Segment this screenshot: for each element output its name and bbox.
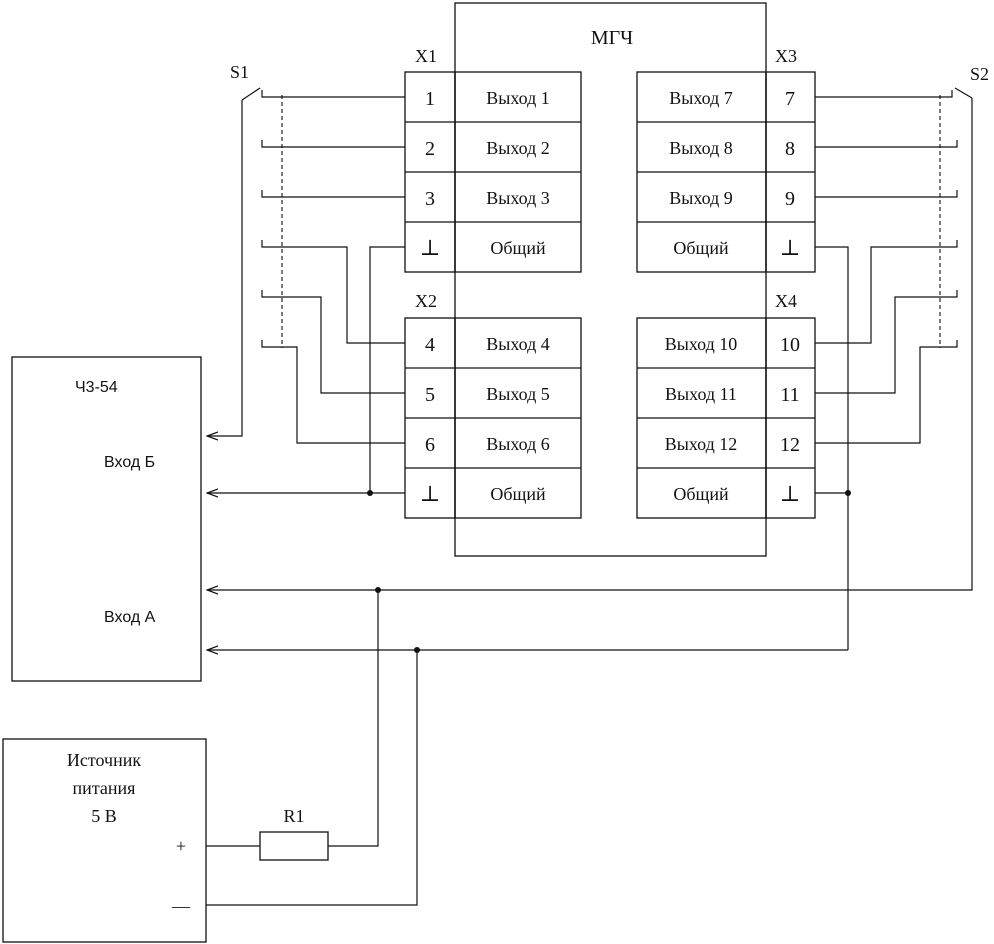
x4-pin-10: 10 xyxy=(780,334,800,356)
connector-x4-label: X4 xyxy=(775,291,797,311)
switch-s1-label: S1 xyxy=(230,62,249,82)
switch-s2-label: S2 xyxy=(970,64,989,84)
s1-contact-3 xyxy=(261,190,405,198)
s2-contact-10 xyxy=(815,240,958,344)
x2-pin-ground: ⊥ xyxy=(420,481,441,506)
s2-blade xyxy=(954,87,973,99)
x2-name-6: Выход 6 xyxy=(486,434,550,454)
x1-name-common: Общий xyxy=(490,238,546,258)
x1-pin-ground: ⊥ xyxy=(420,235,441,260)
s2-contact-8 xyxy=(815,140,958,148)
x3-pin-9: 9 xyxy=(785,188,795,210)
x1-name-3: Выход 3 xyxy=(486,188,550,208)
ground-junction-right xyxy=(845,490,851,496)
s1-blade xyxy=(241,87,261,101)
counter-frame xyxy=(11,356,202,682)
frequency-counter: Ч3-54 Вход Б Вход А xyxy=(11,356,202,682)
power-supply-line1: Источник xyxy=(67,750,141,770)
switch-s2: S2 xyxy=(207,64,989,590)
x4-pin-12: 12 xyxy=(780,434,800,456)
x1-pin-1: 1 xyxy=(425,88,435,110)
power-supply-line3: 5 В xyxy=(91,806,117,826)
r1-to-input-a-wire xyxy=(328,590,379,847)
s1-contact-6 xyxy=(261,340,405,444)
s1-contact-4 xyxy=(261,240,405,344)
x2-name-common: Общий xyxy=(490,484,546,504)
x1-name-1: Выход 1 xyxy=(486,88,550,108)
x4-name-12: Выход 12 xyxy=(665,434,738,454)
connector-x1: X1 1 2 3 ⊥ Выход 1 Выход 2 Выход 3 Общий xyxy=(404,46,582,273)
resistor-r1-label: R1 xyxy=(283,806,304,826)
x4-pin-11: 11 xyxy=(780,384,799,406)
resistor-r1: R1 xyxy=(206,587,420,906)
junction-common xyxy=(414,647,420,653)
s2-common-to-input-a xyxy=(207,98,973,590)
x4-pin-ground: ⊥ xyxy=(780,481,801,506)
junction-input-a xyxy=(375,587,381,593)
x4-name-11: Выход 11 xyxy=(665,384,737,404)
x1-ground-wire xyxy=(369,246,405,493)
counter-title: Ч3-54 xyxy=(75,379,118,396)
connector-x4: X4 10 11 12 ⊥ Выход 10 Выход 11 Выход 12… xyxy=(636,291,816,519)
s1-contact-2 xyxy=(261,140,405,148)
x1-pin-2: 2 xyxy=(425,138,435,160)
s1-contact-5 xyxy=(261,290,405,394)
connector-x3-label: X3 xyxy=(775,46,797,66)
x3-pin-ground: ⊥ xyxy=(780,235,801,260)
connector-x3: X3 7 8 9 ⊥ Выход 7 Выход 8 Выход 9 Общий xyxy=(636,46,816,273)
s2-contact-11 xyxy=(815,290,958,394)
x2-pin-5: 5 xyxy=(425,384,435,406)
resistor-r1-body xyxy=(259,831,329,861)
ground-junction-left xyxy=(367,490,373,496)
connector-x2: X2 4 5 6 ⊥ Выход 4 Выход 5 Выход 6 Общий xyxy=(404,291,582,519)
x2-pin-6: 6 xyxy=(425,434,435,456)
x3-pin-8: 8 xyxy=(785,138,795,160)
minus-to-common-wire xyxy=(206,650,418,906)
x2-name-5: Выход 5 xyxy=(486,384,550,404)
mgch-frame xyxy=(454,2,767,557)
counter-input-a-label: Вход А xyxy=(104,609,156,626)
s2-contact-9 xyxy=(815,190,958,198)
x3-name-9: Выход 9 xyxy=(669,188,733,208)
x4-name-common: Общий xyxy=(673,484,729,504)
power-supply: Источник питания 5 В + — xyxy=(2,738,207,943)
x2-pin-4: 4 xyxy=(425,334,435,356)
x4-name-10: Выход 10 xyxy=(665,334,738,354)
switch-s1: S1 xyxy=(207,62,405,444)
power-supply-frame xyxy=(2,738,207,943)
x2-name-4: Выход 4 xyxy=(486,334,550,354)
mgch-block: МГЧ xyxy=(454,2,767,557)
counter-input-b-label: Вход Б xyxy=(104,454,155,471)
connector-x1-label: X1 xyxy=(415,46,437,66)
x1-name-2: Выход 2 xyxy=(486,138,550,158)
mgch-title: МГЧ xyxy=(591,27,633,49)
x3-ground-wire xyxy=(815,246,849,650)
x1-pin-3: 3 xyxy=(425,188,435,210)
x3-name-common: Общий xyxy=(673,238,729,258)
x3-name-8: Выход 8 xyxy=(669,138,733,158)
s2-contact-7 xyxy=(815,90,953,98)
connector-x2-label: X2 xyxy=(415,291,437,311)
power-minus-terminal: — xyxy=(171,896,191,916)
power-plus-terminal: + xyxy=(176,836,186,856)
x3-name-7: Выход 7 xyxy=(669,88,733,108)
s1-contact-1 xyxy=(261,90,405,98)
ground-wiring xyxy=(207,246,851,650)
s2-contact-12 xyxy=(815,340,958,444)
x3-pin-7: 7 xyxy=(785,88,795,110)
s1-common-to-input-b xyxy=(207,100,243,436)
power-supply-line2: питания xyxy=(73,778,136,798)
